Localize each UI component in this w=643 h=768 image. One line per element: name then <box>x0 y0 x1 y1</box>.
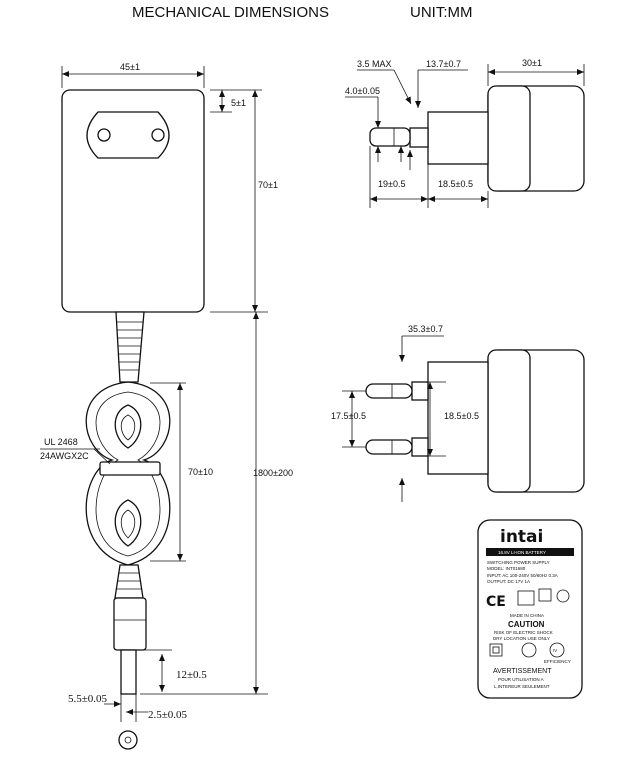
pin-top-lower <box>365 439 413 455</box>
label-model: MODEL: INT01680 <box>487 566 526 571</box>
strain-relief <box>115 311 145 383</box>
efficiency-icon <box>549 642 565 658</box>
dim-depth: 30±1 <box>522 58 542 68</box>
rating-icon <box>517 590 535 606</box>
double-insulation-icon <box>489 643 503 657</box>
dim-height: 70±1 <box>258 180 278 190</box>
label-plate: intai 16.8V LI-ION BATTERY SWITCHING POW… <box>477 519 583 699</box>
battery-banner <box>486 548 574 556</box>
dim-coil-length: 70±10 <box>188 467 213 477</box>
dim-top-offset: 35.3±0.7 <box>408 324 443 334</box>
unit-label: UNIT:MM <box>410 4 473 21</box>
dim-pin-max: 3.5 MAX <box>357 59 392 69</box>
dc-plug-body <box>113 597 147 651</box>
cable-loop-upper <box>114 404 142 449</box>
cable-spec-line1: UL 2468 <box>44 437 78 447</box>
dim-total-length: 1800±200 <box>253 468 293 478</box>
dim-pin-spacing: 17.5±0.5 <box>331 411 366 421</box>
cable-coil-middle <box>95 391 161 557</box>
efficiency-level: IV <box>553 648 557 653</box>
label-output: OUTPUT: DC 17V 1A <box>487 579 530 584</box>
dim-pin-length: 19±0.5 <box>378 179 405 189</box>
dim-pin-diameter: 4.0±0.05 <box>345 86 380 96</box>
dim-pin-position: 13.7±0.7 <box>426 59 461 69</box>
pin-top-upper <box>365 383 413 399</box>
cert-icon <box>538 588 552 602</box>
eu-socket-outline <box>86 111 170 159</box>
indoor-use-icon <box>521 642 537 658</box>
cable-tie <box>99 461 161 476</box>
label-made-in: MADE IN CHINA <box>510 613 544 618</box>
dim-plug-length: 12±0.5 <box>176 669 207 681</box>
adapter-top-front <box>487 349 531 493</box>
plug-pin-side <box>369 127 411 147</box>
dim-outer-diameter: 5.5±0.05 <box>68 693 108 705</box>
dim-width: 45±1 <box>120 62 140 72</box>
side-view: 30±1 3.5 MAX 13.7±0.7 4.0±0.05 19±0.5 18… <box>345 58 585 208</box>
gs-mark-icon <box>556 589 570 603</box>
label-type: SWITCHING POWER SUPPLY <box>487 560 550 565</box>
dim-pin-base: 18.5±0.5 <box>438 179 473 189</box>
label-caution-line2: DRY LOCATION USE ONLY <box>493 636 550 641</box>
ce-mark-icon: CE <box>486 594 506 610</box>
label-avertissement: AVERTISSEMENT <box>493 668 552 675</box>
socket-hole-left <box>97 128 111 142</box>
cable-spec-line2: 24AWGX2C <box>40 451 89 461</box>
adapter-side-front <box>487 85 531 192</box>
drawing-title: MECHANICAL DIMENSIONS <box>132 4 329 21</box>
label-input: INPUT: AC 100-240V 50/60Hz 0.3A <box>487 573 558 578</box>
dim-inner-diameter: 2.5±0.05 <box>148 709 188 721</box>
label-avert-line2: L,INTEREUR SEULEMENT <box>494 684 550 689</box>
socket-hole-right <box>151 128 165 142</box>
cable-loop-lower <box>114 499 142 547</box>
cable-view: UL 2468 24AWGX2C 70±10 1800±200 12±0.5 <box>40 311 293 750</box>
label-plate-border <box>477 519 583 699</box>
adapter-side-base <box>427 111 489 165</box>
dim-body-height: 18.5±0.5 <box>444 411 479 421</box>
label-caution: CAUTION <box>508 620 545 629</box>
label-caution-line1: RISK OF ELECTRIC SHOCK <box>494 630 553 635</box>
top-view: 35.3±0.7 17.5±0.5 18.5±0.5 <box>331 324 585 502</box>
brand-logo: intai <box>500 527 543 547</box>
label-avert-line1: POUR UTILISATION A <box>498 677 544 682</box>
battery-text: 16.8V LI-ION BATTERY <box>498 550 546 555</box>
dim-top-offset: 5±1 <box>231 98 246 108</box>
adapter-front-body <box>61 89 205 313</box>
label-efficiency: EFFICIENCY <box>544 659 571 664</box>
plug-end-view <box>118 730 138 750</box>
front-view: 45±1 5±1 70±1 <box>61 62 278 313</box>
dc-plug-barrel <box>120 649 137 695</box>
adapter-top-base <box>427 361 489 475</box>
